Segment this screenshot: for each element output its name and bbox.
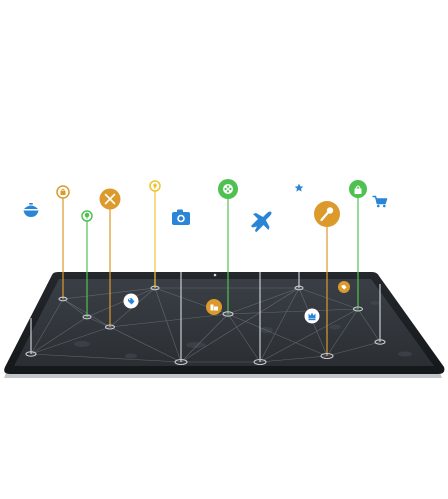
- microphone-icon: [320, 207, 334, 222]
- camera-icon: [172, 209, 190, 225]
- tree-icon: [84, 212, 90, 219]
- building-icon: [210, 304, 218, 311]
- tree-pin[interactable]: [81, 210, 93, 222]
- restaurant-pin[interactable]: [99, 188, 121, 210]
- karaoke-pin[interactable]: [314, 201, 340, 227]
- map-landmass: [74, 301, 412, 359]
- shopping-bag-pin[interactable]: [56, 185, 70, 199]
- pin-anchors: [25, 285, 386, 366]
- pin-stems: [30, 191, 381, 362]
- shopping-bag-icon: [354, 185, 362, 194]
- tablet-screen: [14, 279, 434, 366]
- fork-knife-icon: [104, 193, 116, 205]
- shopping-bag-icon: [60, 188, 66, 195]
- crown-icon: [308, 312, 316, 321]
- tablet-camera: [213, 273, 217, 277]
- crown-pin[interactable]: [304, 308, 320, 324]
- network-mesh: [30, 287, 381, 363]
- school-pin[interactable]: [206, 299, 222, 315]
- star-icon: [294, 183, 304, 192]
- tag-icon: [341, 284, 347, 290]
- tag-icon: [128, 298, 135, 305]
- idea-pin[interactable]: [149, 180, 161, 192]
- cinema-pin[interactable]: [218, 179, 238, 199]
- tablet-shadow: [4, 373, 442, 378]
- tablet-device: [4, 272, 445, 378]
- store-pin[interactable]: [349, 180, 367, 198]
- lightbulb-icon: [153, 183, 157, 189]
- airplane-icon: [251, 211, 272, 232]
- food-bowl-icon: [23, 203, 39, 217]
- film-reel-icon: [223, 184, 233, 194]
- shopping-cart-icon: [372, 195, 388, 208]
- discount-pin[interactable]: [338, 281, 350, 293]
- tag-pin[interactable]: [123, 293, 139, 309]
